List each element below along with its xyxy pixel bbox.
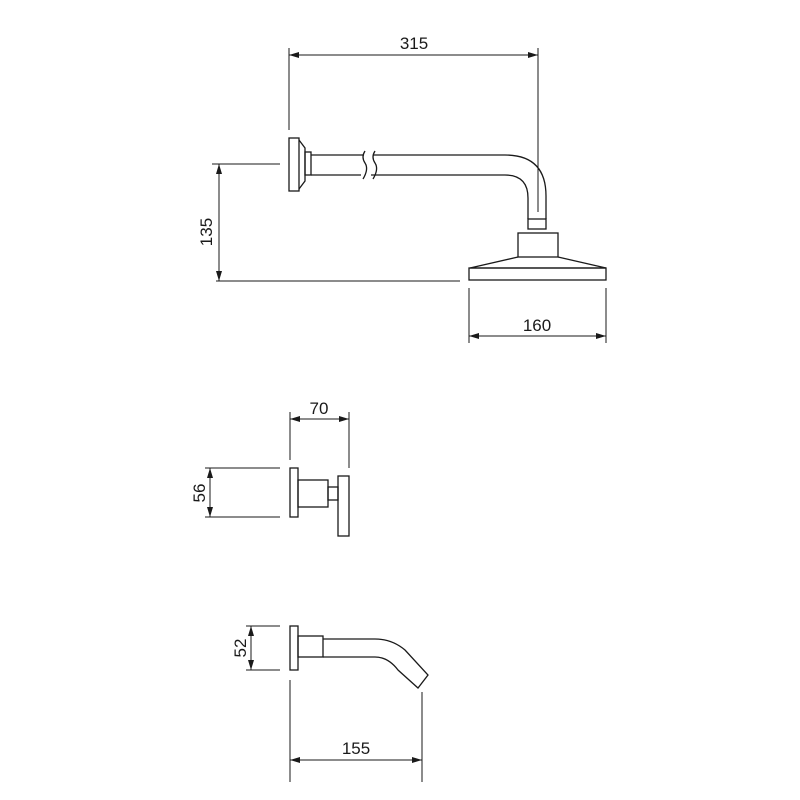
swivel-nut xyxy=(527,218,547,230)
valve-body xyxy=(297,479,329,508)
valve-handle xyxy=(337,475,350,537)
valve-stem xyxy=(327,486,339,501)
dim-label-155: 155 xyxy=(342,739,370,758)
spout-body xyxy=(297,635,324,658)
spout-pipe xyxy=(323,638,429,689)
shower-head xyxy=(468,267,607,281)
shower-arm-drawing: 315 135 160 xyxy=(197,34,607,343)
dim-label-315: 315 xyxy=(400,34,428,53)
dim-label-56: 56 xyxy=(190,484,209,503)
dim-label-70: 70 xyxy=(310,399,329,418)
head-collar xyxy=(517,232,559,258)
spout-drawing: 52 155 xyxy=(231,625,429,782)
arm-pipe-outer xyxy=(373,154,547,219)
valve-drawing: 70 56 xyxy=(190,399,350,537)
dim-label-135: 135 xyxy=(197,218,216,246)
arm-pipe-inner xyxy=(371,174,529,219)
dim-label-160: 160 xyxy=(523,316,551,335)
valve-flange xyxy=(289,467,299,518)
dim-label-52: 52 xyxy=(231,639,250,658)
wall-flange xyxy=(288,137,300,192)
spout-flange xyxy=(289,625,299,671)
